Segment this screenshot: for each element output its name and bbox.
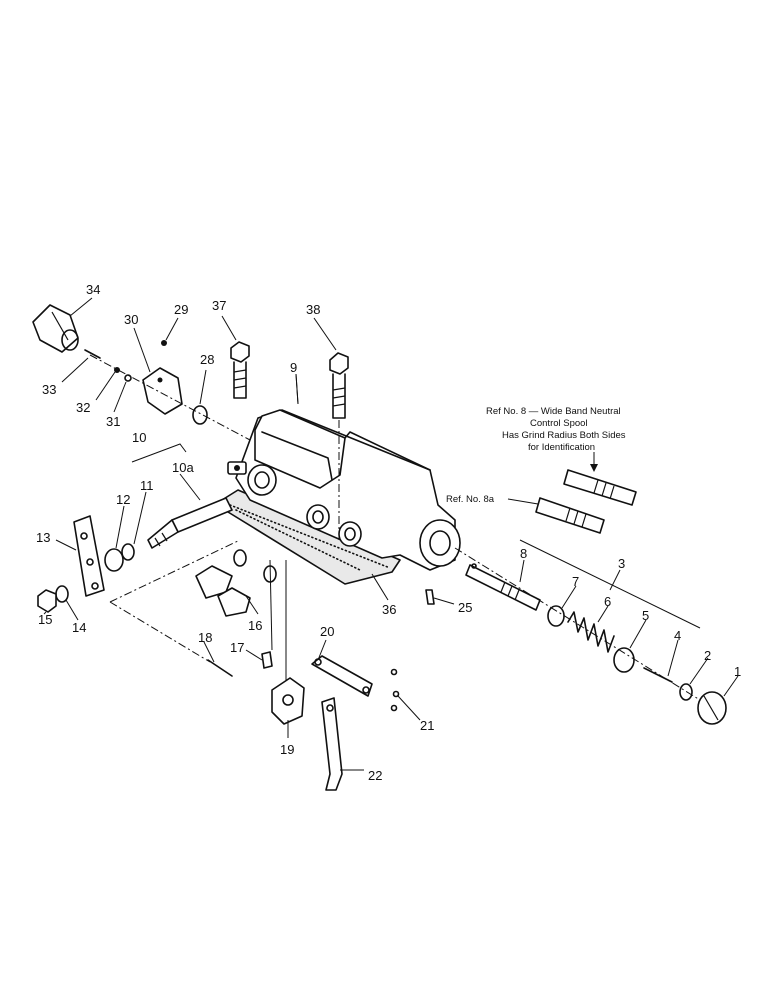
note-line-1: Ref No. 8 — Wide Band Neutral xyxy=(486,406,621,417)
callout-34: 34 xyxy=(86,282,100,297)
bracket-10 xyxy=(131,443,187,463)
callout-2: 2 xyxy=(704,648,711,663)
callout-14: 14 xyxy=(72,620,86,635)
cap-1 xyxy=(697,691,727,725)
callout-31: 31 xyxy=(106,414,120,429)
ref-spool-8 xyxy=(563,469,637,506)
callout-18: 18 xyxy=(198,630,212,645)
callout-11: 11 xyxy=(140,478,154,493)
callout-36: 36 xyxy=(382,602,396,617)
ref-8a-label: Ref. No. 8a xyxy=(446,494,495,505)
callout-7: 7 xyxy=(572,574,579,589)
nut-15 xyxy=(37,589,57,613)
washer-31 xyxy=(124,374,132,382)
pin-33 xyxy=(84,349,101,359)
pins-21 xyxy=(390,668,400,712)
screw-4 xyxy=(643,667,673,683)
ref-spool-8a xyxy=(535,497,605,534)
callout-6: 6 xyxy=(604,594,611,609)
callout-9: 9 xyxy=(290,360,297,375)
valve-body xyxy=(221,409,461,585)
spool-10a xyxy=(147,497,233,549)
callout-16: 16 xyxy=(248,618,262,633)
spring-6 xyxy=(567,611,615,653)
callout-21: 21 xyxy=(420,718,434,733)
note-line-4: for Identification xyxy=(528,442,595,453)
note-line-2: Control Spool xyxy=(530,418,588,429)
fitting-30 xyxy=(142,367,183,415)
callout-5: 5 xyxy=(642,608,649,623)
callout-1: 1 xyxy=(734,664,741,679)
callout-25: 25 xyxy=(458,600,472,615)
callout-38: 38 xyxy=(306,302,320,317)
lever-19 xyxy=(271,677,305,725)
screw-25 xyxy=(425,589,435,605)
callout-3: 3 xyxy=(618,556,625,571)
washer-14 xyxy=(55,585,69,603)
callout-labels: 1 2 3 4 5 6 7 8 9 10 10a 11 12 13 14 15 … xyxy=(36,282,741,783)
callout-8: 8 xyxy=(520,546,527,561)
bracket-3 xyxy=(519,539,701,629)
callout-22: 22 xyxy=(368,768,382,783)
plug-16 xyxy=(195,549,277,617)
arm-22 xyxy=(321,697,343,791)
callout-13: 13 xyxy=(36,530,50,545)
note-line-3: Has Grind Radius Both Sides xyxy=(502,430,626,441)
callout-19: 19 xyxy=(280,742,294,757)
plate-13 xyxy=(73,515,105,597)
callout-29: 29 xyxy=(174,302,188,317)
pin-18 xyxy=(207,659,233,677)
callout-10a: 10a xyxy=(172,460,194,475)
plug-29 xyxy=(161,340,167,346)
leader-lines xyxy=(43,297,739,771)
callout-17: 17 xyxy=(230,640,244,655)
screw-17 xyxy=(261,651,273,669)
callout-15: 15 xyxy=(38,612,52,627)
washer-12 xyxy=(104,548,124,572)
o-ring-28 xyxy=(192,405,208,425)
cup-5 xyxy=(613,647,635,673)
bolt-38 xyxy=(329,352,349,540)
callout-10: 10 xyxy=(132,430,146,445)
bolt-37 xyxy=(230,341,250,399)
o-ring-2 xyxy=(679,683,693,701)
spool-8 xyxy=(465,563,541,611)
callout-28: 28 xyxy=(200,352,214,367)
callout-4: 4 xyxy=(674,628,681,643)
link-20 xyxy=(311,655,373,697)
callout-32: 32 xyxy=(76,400,90,415)
seal-11 xyxy=(121,543,135,561)
callout-33: 33 xyxy=(42,382,56,397)
washer-7 xyxy=(547,605,565,627)
reference-note: Ref No. 8 — Wide Band Neutral Control Sp… xyxy=(446,406,626,505)
callout-12: 12 xyxy=(116,492,130,507)
switch-34 xyxy=(32,304,79,353)
callout-37: 37 xyxy=(212,298,226,313)
callout-20: 20 xyxy=(320,624,334,639)
callout-30: 30 xyxy=(124,312,138,327)
